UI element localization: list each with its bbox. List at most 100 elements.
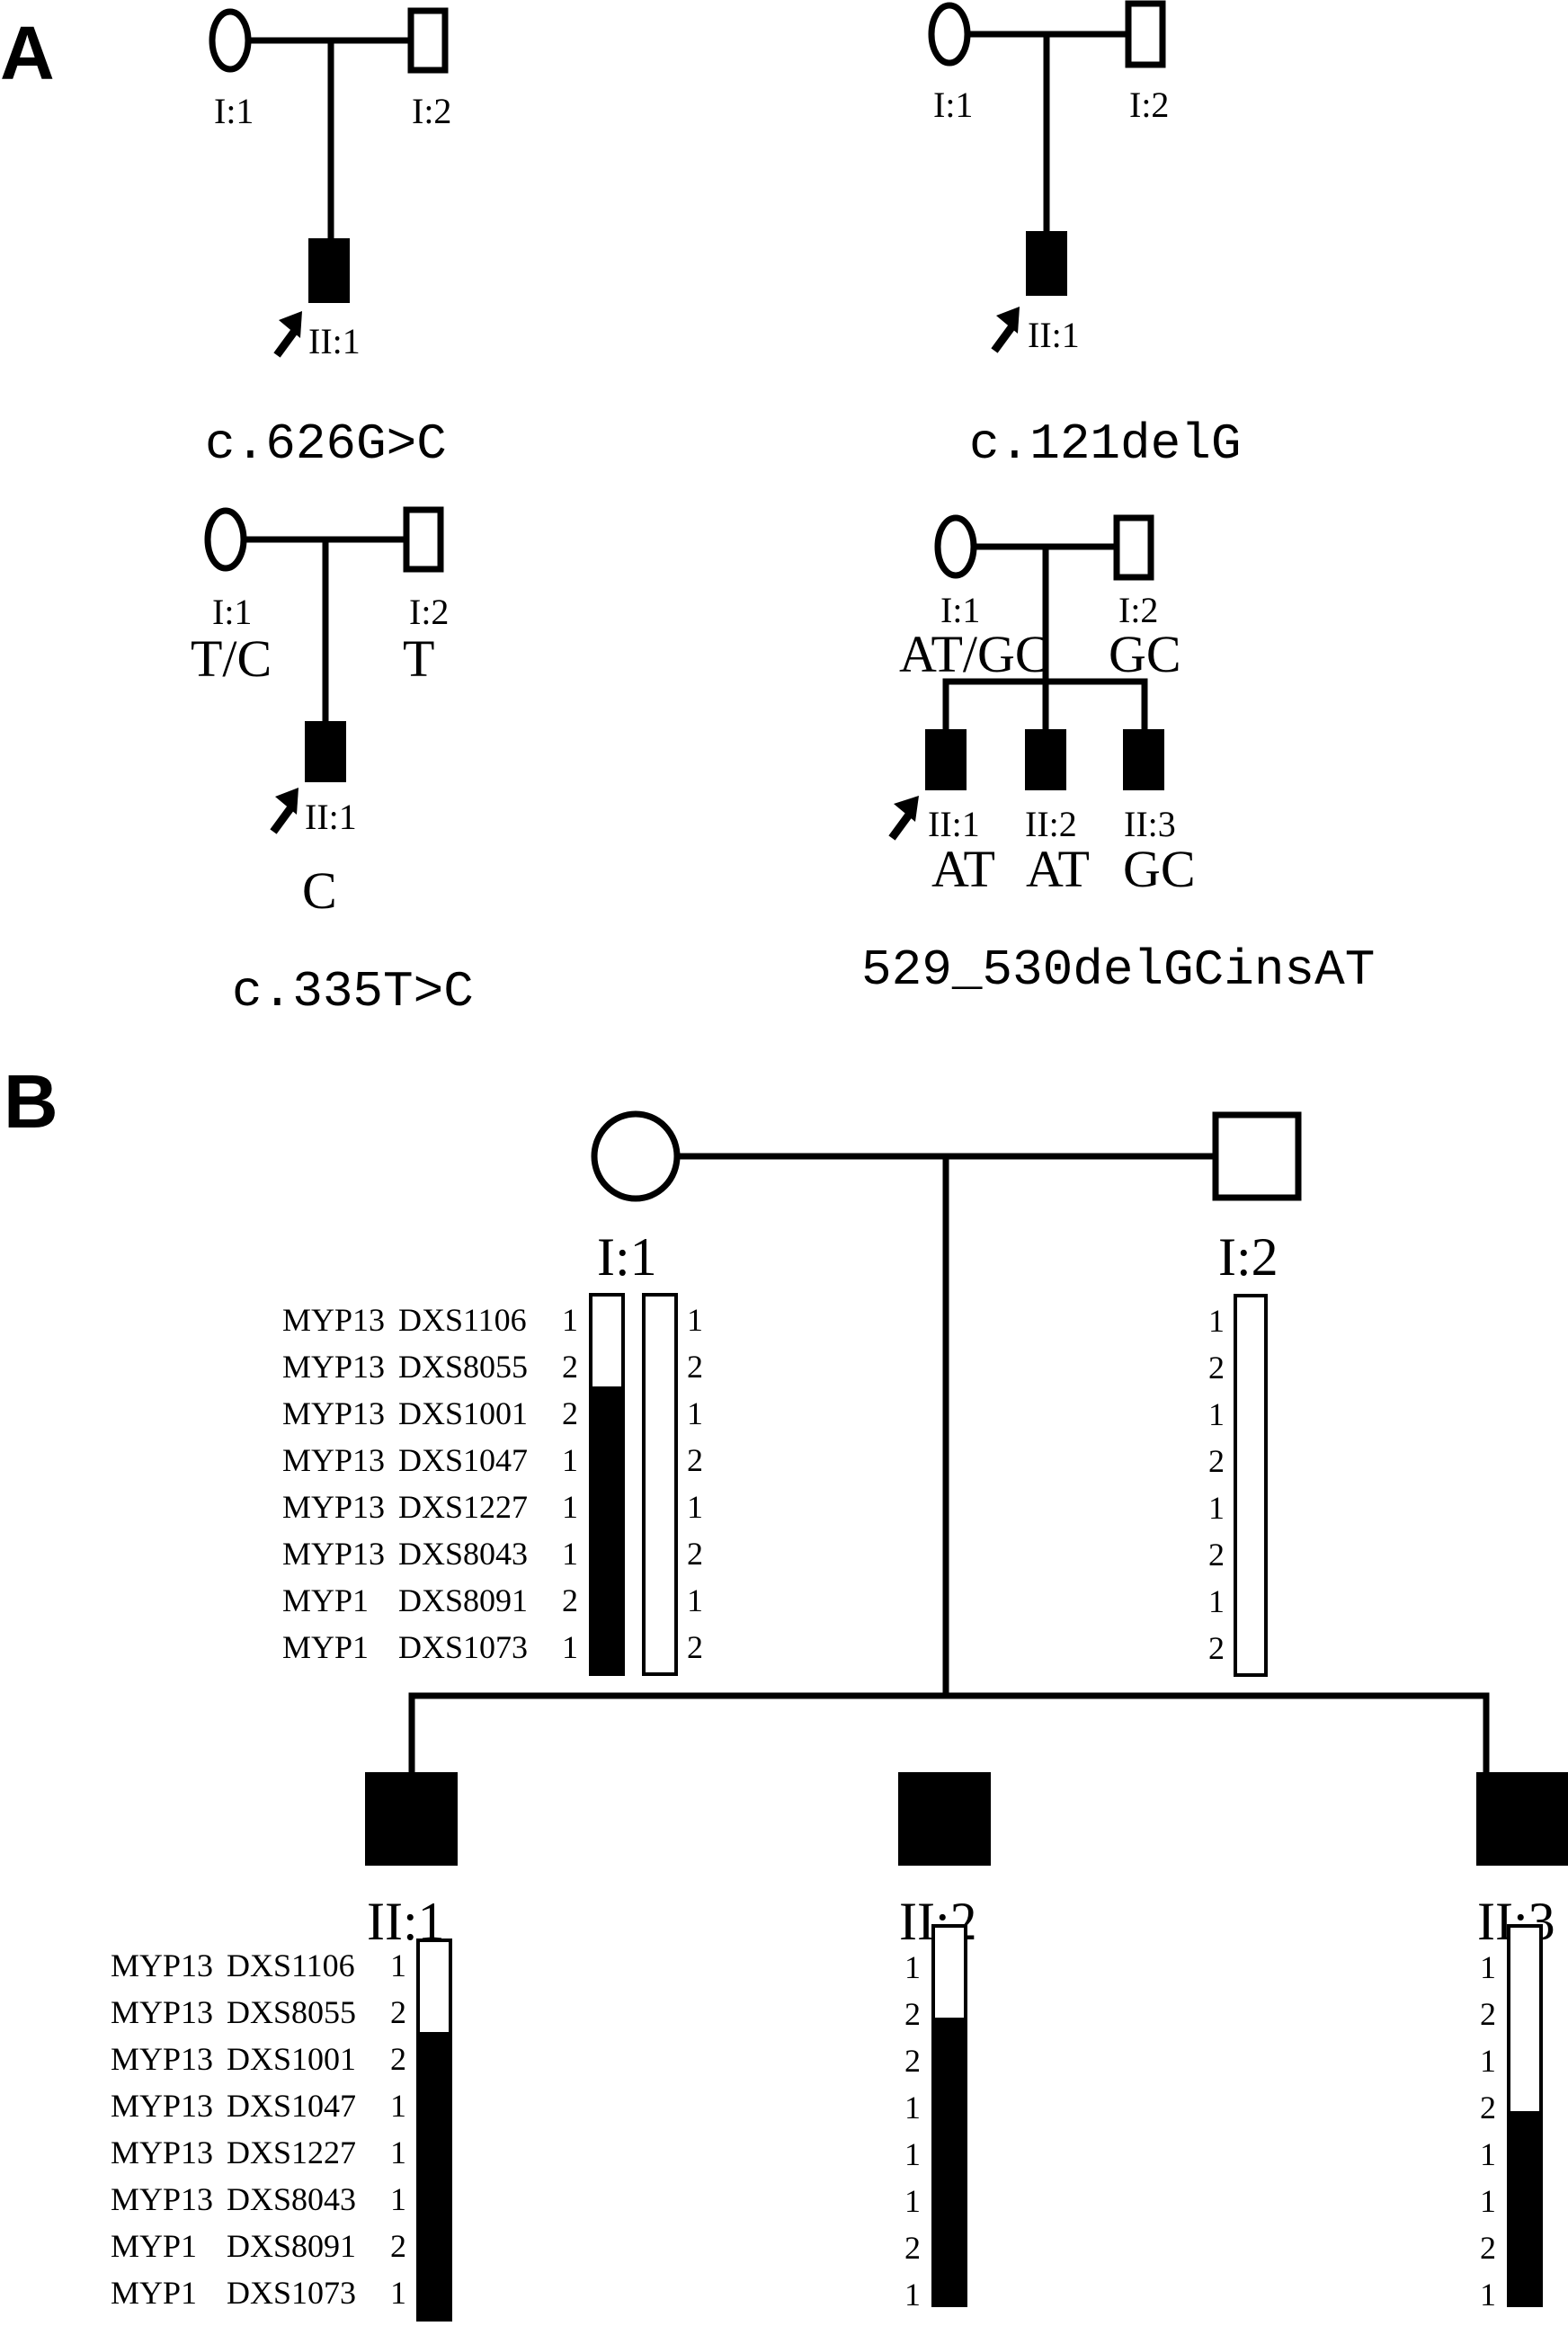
genotype-I2: T bbox=[403, 629, 434, 688]
affected-male-symbol-II1 bbox=[925, 729, 967, 790]
female-symbol-I1 bbox=[591, 1110, 681, 1202]
genotype-I1: T/C bbox=[191, 629, 272, 688]
male-symbol-I2 bbox=[1125, 0, 1166, 68]
proband-arrow-icon bbox=[270, 788, 298, 834]
locus-label: MYP13 bbox=[282, 1395, 385, 1431]
marker-label: DXS8043 bbox=[227, 2181, 356, 2217]
individual-id-I2: I:2 bbox=[1129, 85, 1169, 125]
locus-label: MYP13 bbox=[111, 2181, 213, 2217]
marker-label: DXS1001 bbox=[398, 1395, 528, 1431]
genotype-II1: C bbox=[302, 861, 337, 920]
allele-value: 1 bbox=[390, 1947, 406, 1983]
allele-value: 1 bbox=[1480, 2043, 1496, 2079]
individual-id-I1: I:1 bbox=[597, 1227, 657, 1287]
locus-label: MYP1 bbox=[111, 2275, 197, 2311]
individual-id-I1: I:1 bbox=[940, 590, 980, 630]
allele-value: 1 bbox=[687, 1302, 703, 1338]
marker-label: DXS8055 bbox=[227, 1994, 356, 2030]
allele-value: 1 bbox=[562, 1489, 578, 1525]
allele-value: 1 bbox=[390, 2135, 406, 2170]
individual-id-I2: I:2 bbox=[412, 91, 451, 131]
haplotype-bar-right bbox=[642, 1293, 678, 1676]
locus-label: MYP1 bbox=[111, 2228, 197, 2264]
family-4-pedigree: I:1 I:2 AT/GC GC II:1 II:2 II:3 AT AT GC… bbox=[861, 514, 1375, 999]
allele-value: 1 bbox=[1208, 1490, 1225, 1526]
proband-arrow-icon bbox=[991, 307, 1020, 353]
allele-value: 1 bbox=[390, 2181, 406, 2217]
allele-value: 2 bbox=[687, 1442, 703, 1478]
male-symbol-I2 bbox=[403, 506, 444, 573]
affected-male-symbol-II2 bbox=[898, 1772, 991, 1866]
affected-male-symbol-II2 bbox=[1025, 729, 1066, 790]
allele-value: 2 bbox=[1208, 1443, 1225, 1479]
allele-value: 2 bbox=[904, 1996, 921, 2032]
affected-male-symbol-II1 bbox=[1026, 231, 1067, 296]
haplotype-bar-risk-segment bbox=[933, 2018, 966, 2305]
locus-label: MYP13 bbox=[111, 2135, 213, 2170]
haplotype-bar bbox=[1234, 1294, 1268, 1677]
sibship-line bbox=[942, 678, 1148, 732]
sibship-line bbox=[408, 1692, 1490, 1773]
locus-label: MYP1 bbox=[282, 1629, 369, 1665]
marker-label: DXS1047 bbox=[227, 2088, 356, 2124]
allele-value: 1 bbox=[390, 2275, 406, 2311]
family-3-pedigree: I:1 I:2 T/C T II:1 C c.335T>C bbox=[191, 506, 474, 1020]
genotype-I2: GC bbox=[1109, 625, 1181, 683]
male-symbol-I2 bbox=[1212, 1111, 1302, 1201]
allele-value: 1 bbox=[904, 1949, 921, 1985]
marker-label: DXS1047 bbox=[398, 1442, 528, 1478]
allele-value: 2 bbox=[1208, 1350, 1225, 1386]
individual-id-I2: I:2 bbox=[1218, 1227, 1278, 1287]
locus-label: MYP13 bbox=[111, 2088, 213, 2124]
proband-arrow-icon bbox=[273, 311, 302, 358]
marker-label: DXS8043 bbox=[398, 1536, 528, 1572]
allele-value: 1 bbox=[1208, 1396, 1225, 1432]
allele-value: 1 bbox=[1480, 1949, 1496, 1985]
panel-a-label: A bbox=[0, 11, 55, 95]
female-symbol-I1 bbox=[934, 514, 977, 579]
individual-id-I1: I:1 bbox=[212, 592, 252, 632]
allele-value: 2 bbox=[562, 1395, 578, 1431]
genotype-I1: AT/GC bbox=[899, 625, 1050, 683]
individual-id-II1: II:1 bbox=[305, 797, 357, 837]
female-symbol-I1 bbox=[209, 8, 252, 73]
marker-label: DXS8091 bbox=[398, 1582, 528, 1618]
locus-label: MYP13 bbox=[282, 1302, 385, 1338]
affected-male-symbol-II1 bbox=[305, 721, 346, 782]
proband-arrow-icon bbox=[888, 796, 919, 841]
haplotype-bar-risk-segment bbox=[418, 2032, 450, 2320]
individual-id-I1: I:1 bbox=[214, 91, 254, 131]
affected-male-symbol-II3 bbox=[1123, 729, 1164, 790]
allele-value: 1 bbox=[562, 1442, 578, 1478]
allele-value: 1 bbox=[904, 2183, 921, 2219]
allele-value: 2 bbox=[687, 1629, 703, 1665]
allele-value: 2 bbox=[390, 2228, 406, 2264]
affected-male-symbol-II1 bbox=[308, 238, 350, 303]
allele-value: 1 bbox=[687, 1582, 703, 1618]
locus-label: MYP13 bbox=[111, 1947, 213, 1983]
haplotype-bar-left-risk-segment bbox=[591, 1386, 623, 1674]
allele-value: 1 bbox=[562, 1536, 578, 1572]
allele-value: 2 bbox=[390, 2041, 406, 2077]
allele-value: 1 bbox=[1480, 2136, 1496, 2172]
allele-value: 1 bbox=[390, 2088, 406, 2124]
individual-id-II1: II:1 bbox=[928, 804, 980, 844]
allele-value: 2 bbox=[1480, 1996, 1496, 2032]
locus-label: MYP13 bbox=[111, 1994, 213, 2030]
allele-value: 2 bbox=[687, 1536, 703, 1572]
allele-value: 1 bbox=[1480, 2183, 1496, 2219]
allele-value: 2 bbox=[1480, 2230, 1496, 2266]
marker-label: DXS1227 bbox=[398, 1489, 528, 1525]
allele-value: 2 bbox=[1208, 1537, 1225, 1573]
allele-value: 1 bbox=[562, 1629, 578, 1665]
individual-id-II1: II:1 bbox=[1028, 315, 1080, 355]
allele-value: 1 bbox=[904, 2090, 921, 2126]
allele-value: 1 bbox=[904, 2136, 921, 2172]
family-1-pedigree: I:1 I:2 II:1 c.626G>C bbox=[205, 7, 451, 473]
genotype-II3: GC bbox=[1123, 840, 1196, 898]
